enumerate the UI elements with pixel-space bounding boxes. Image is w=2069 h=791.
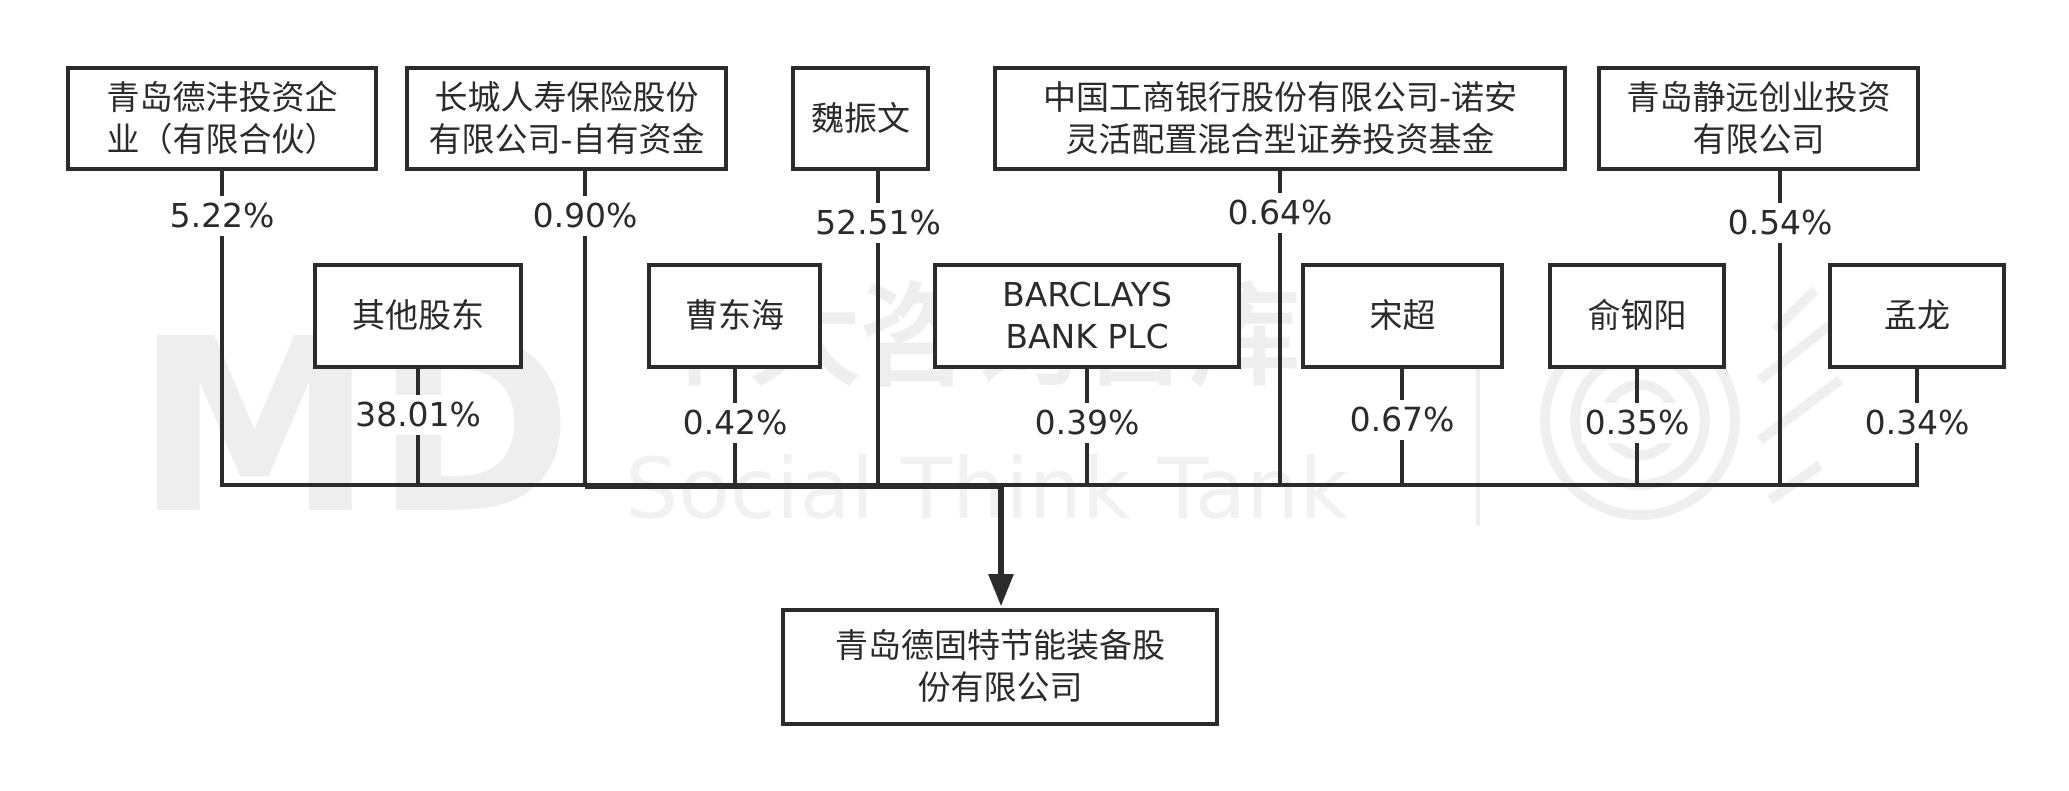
ownership-percentage: 0.67% — [1346, 400, 1458, 440]
shareholder-node: 孟龙 — [1828, 263, 2006, 369]
ownership-percentage: 0.90% — [529, 196, 641, 236]
ownership-percentage: 0.34% — [1861, 403, 1973, 443]
target-company-node: 青岛德固特节能装备股 份有限公司 — [781, 608, 1219, 726]
ownership-percentage: 0.42% — [679, 403, 791, 443]
ownership-percentage: 0.64% — [1224, 193, 1336, 233]
ownership-percentage: 0.35% — [1581, 403, 1693, 443]
ownership-percentage: 0.54% — [1724, 203, 1836, 243]
shareholder-node: 青岛德沣投资企 业（有限合伙） — [66, 66, 378, 171]
shareholder-node: 其他股东 — [313, 263, 523, 369]
arrow-head — [988, 574, 1014, 606]
ownership-percentage: 38.01% — [352, 395, 484, 435]
shareholder-node: 中国工商银行股份有限公司-诺安 灵活配置混合型证券投资基金 — [993, 66, 1567, 171]
shareholder-node: BARCLAYS BANK PLC — [933, 263, 1241, 369]
shareholder-node: 青岛静远创业投资 有限公司 — [1597, 66, 1920, 171]
shareholder-node: 曹东海 — [647, 263, 822, 369]
shareholder-node: 俞钢阳 — [1548, 263, 1726, 369]
ownership-percentage: 52.51% — [812, 203, 944, 243]
ownership-percentage: 0.39% — [1031, 403, 1143, 443]
ownership-percentage: 5.22% — [166, 196, 278, 236]
shareholder-node: 魏振文 — [791, 66, 930, 171]
shareholder-node: 长城人寿保险股份 有限公司-自有资金 — [405, 66, 728, 171]
shareholder-node: 宋超 — [1301, 263, 1504, 369]
